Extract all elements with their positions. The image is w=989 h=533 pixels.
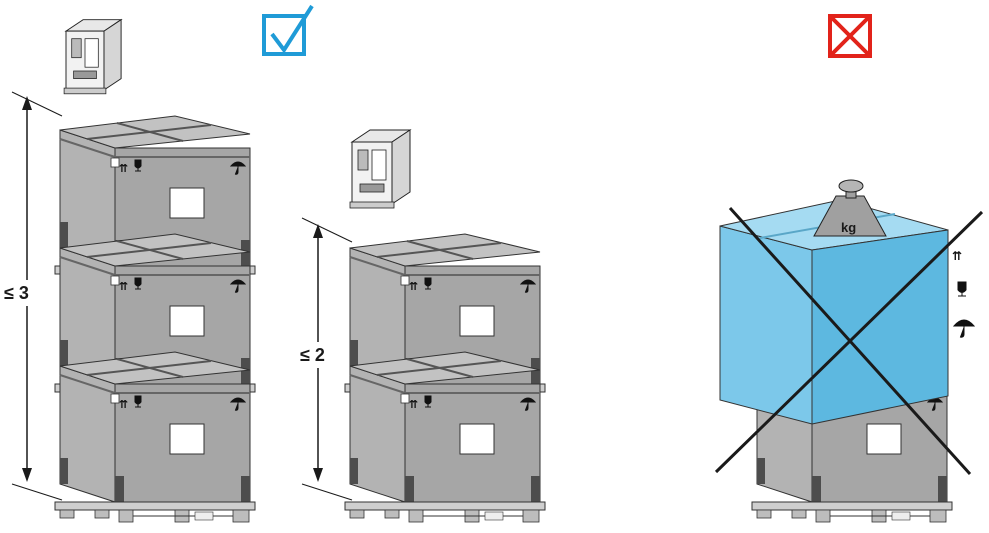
weight-label: kg — [841, 220, 856, 235]
forbidden-cross — [714, 206, 984, 476]
circuit-breaker-icon — [349, 129, 411, 209]
height-dimension-left — [2, 91, 63, 501]
circuit-breaker-icon — [63, 19, 122, 95]
weight-icon — [813, 179, 887, 237]
stack-limit-two: ≤ 2 — [300, 345, 325, 365]
forbidden-stack: ⇈ kg — [714, 179, 984, 523]
stack-two-crates — [344, 129, 546, 523]
checkbox-checked-icon — [262, 4, 314, 56]
svg-text:⇈: ⇈ — [952, 249, 962, 263]
stack-three-crates — [54, 19, 256, 523]
height-dimension-middle — [296, 217, 353, 501]
checkbox-crossed-icon — [828, 14, 872, 58]
stack-limit-three: ≤ 3 — [4, 283, 29, 303]
